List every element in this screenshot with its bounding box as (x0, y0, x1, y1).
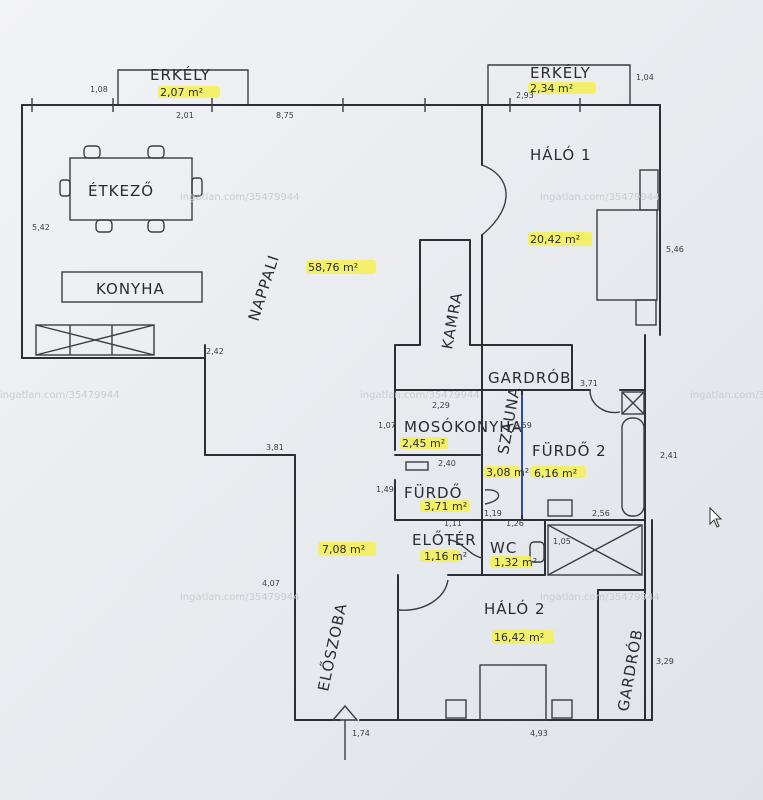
erkely-left-area: 2,07 m² (160, 86, 203, 99)
svg-text:2,01: 2,01 (176, 111, 194, 120)
watermarks: ingatlan.com/35479944 ingatlan.com/35479… (0, 192, 763, 603)
furdo2-label: FÜRDŐ 2 (532, 440, 607, 460)
entrance-arrow-icon (331, 704, 359, 760)
svg-text:ingatlan.com/35479944: ingatlan.com/35479944 (540, 592, 660, 603)
wc-label: WC (490, 539, 517, 557)
furdo-label: FÜRDŐ (404, 482, 462, 502)
balcony-left (117, 69, 249, 105)
eloter-area: 1,16 m² (424, 550, 467, 563)
area-highlights (158, 82, 596, 644)
svg-text:5,46: 5,46 (666, 245, 684, 254)
mosokonyha-label: MOSÓKONYHA (404, 417, 523, 436)
mouse-cursor-icon (709, 506, 723, 528)
gardrob2-label: GARDRÓB (613, 627, 646, 712)
balcony-right (487, 64, 631, 105)
eloszoba-label: ELŐSZOBA (312, 601, 350, 693)
eloszoba-area: 7,08 m² (322, 543, 365, 556)
nappali-label: NAPPALI (245, 252, 283, 323)
wc-area: 1,32 m² (494, 556, 537, 569)
furdo2-area: 6,16 m² (534, 467, 577, 480)
nappali-area: 58,76 m² (308, 261, 358, 274)
svg-text:1,11: 1,11 (444, 519, 462, 528)
svg-text:2,56: 2,56 (592, 509, 610, 518)
svg-text:ingatlan.com/35479944: ingatlan.com/35479944 (180, 592, 300, 603)
svg-text:ingatlan.com/35479944: ingatlan.com/35479944 (540, 192, 660, 203)
svg-text:1,04: 1,04 (636, 73, 654, 82)
svg-text:1,19: 1,19 (484, 509, 502, 518)
szauna-area: 3,08 m² (486, 466, 529, 479)
svg-text:ingatlan.com/35479944: ingatlan.com/35479944 (0, 390, 120, 401)
room-labels: ERKÉLY 2,07 m² ERKÉLY 2,34 m² ÉTKEZŐ KON… (88, 63, 646, 713)
dimension-labels: 1,08 2,01 8,75 2,93 1,04 5,42 5,46 2,42 … (32, 73, 684, 738)
svg-text:3,71: 3,71 (580, 379, 598, 388)
kamra-label: KAMRA (438, 291, 466, 351)
svg-text:5,42: 5,42 (32, 223, 50, 232)
halo2-label: HÁLÓ 2 (484, 599, 545, 618)
erkely-left-label: ERKÉLY (150, 65, 211, 84)
svg-text:1,07: 1,07 (378, 421, 396, 430)
svg-text:2,40: 2,40 (438, 459, 456, 468)
dining-table (59, 145, 203, 233)
bedroom-2-walls (397, 574, 646, 721)
konyha-label: KONYHA (96, 280, 165, 298)
svg-text:1,05: 1,05 (553, 537, 571, 546)
svg-text:ingatlan.com/35479944: ingatlan.com/35479944 (180, 192, 300, 203)
kitchen-counter (35, 271, 203, 356)
mosokonyha-area: 2,45 m² (402, 437, 445, 450)
etkezo-label: ÉTKEZŐ (88, 180, 154, 200)
wet-area-walls (394, 389, 646, 576)
pantry-walls (394, 239, 573, 391)
svg-text:2,59: 2,59 (514, 421, 532, 430)
outer-walls (21, 104, 661, 721)
svg-text:1,49: 1,49 (376, 485, 394, 494)
svg-text:1,26: 1,26 (506, 519, 524, 528)
svg-text:3,81: 3,81 (266, 443, 284, 452)
svg-text:4,93: 4,93 (530, 729, 548, 738)
gardrob1-label: GARDRÓB (488, 368, 571, 387)
svg-text:ingatlan.com/35479944: ingatlan.com/35479944 (360, 390, 480, 401)
halo2-area: 16,42 m² (494, 631, 544, 644)
svg-text:8,75: 8,75 (276, 111, 294, 120)
svg-text:1,74: 1,74 (352, 729, 370, 738)
bedroom-1-walls (481, 104, 659, 346)
erkely-right-label: ERKÉLY (530, 63, 591, 82)
svg-text:4,07: 4,07 (262, 579, 280, 588)
svg-text:2,41: 2,41 (660, 451, 678, 460)
halo1-label: HÁLÓ 1 (530, 145, 591, 164)
erkely-right-area: 2,34 m² (530, 82, 573, 95)
halo1-area: 20,42 m² (530, 233, 580, 246)
svg-text:ingatlan.com/35479944: ingatlan.com/35479944 (690, 390, 763, 401)
furdo-area: 3,71 m² (424, 500, 467, 513)
svg-text:2,42: 2,42 (206, 347, 224, 356)
svg-text:3,29: 3,29 (656, 657, 674, 666)
svg-text:1,08: 1,08 (90, 85, 108, 94)
eloter-label: ELŐTÉR (412, 529, 477, 549)
wc-area-walls (447, 519, 643, 576)
svg-text:2,93: 2,93 (516, 91, 534, 100)
svg-text:2,29: 2,29 (432, 401, 450, 410)
top-dimension-ticks (31, 98, 581, 112)
